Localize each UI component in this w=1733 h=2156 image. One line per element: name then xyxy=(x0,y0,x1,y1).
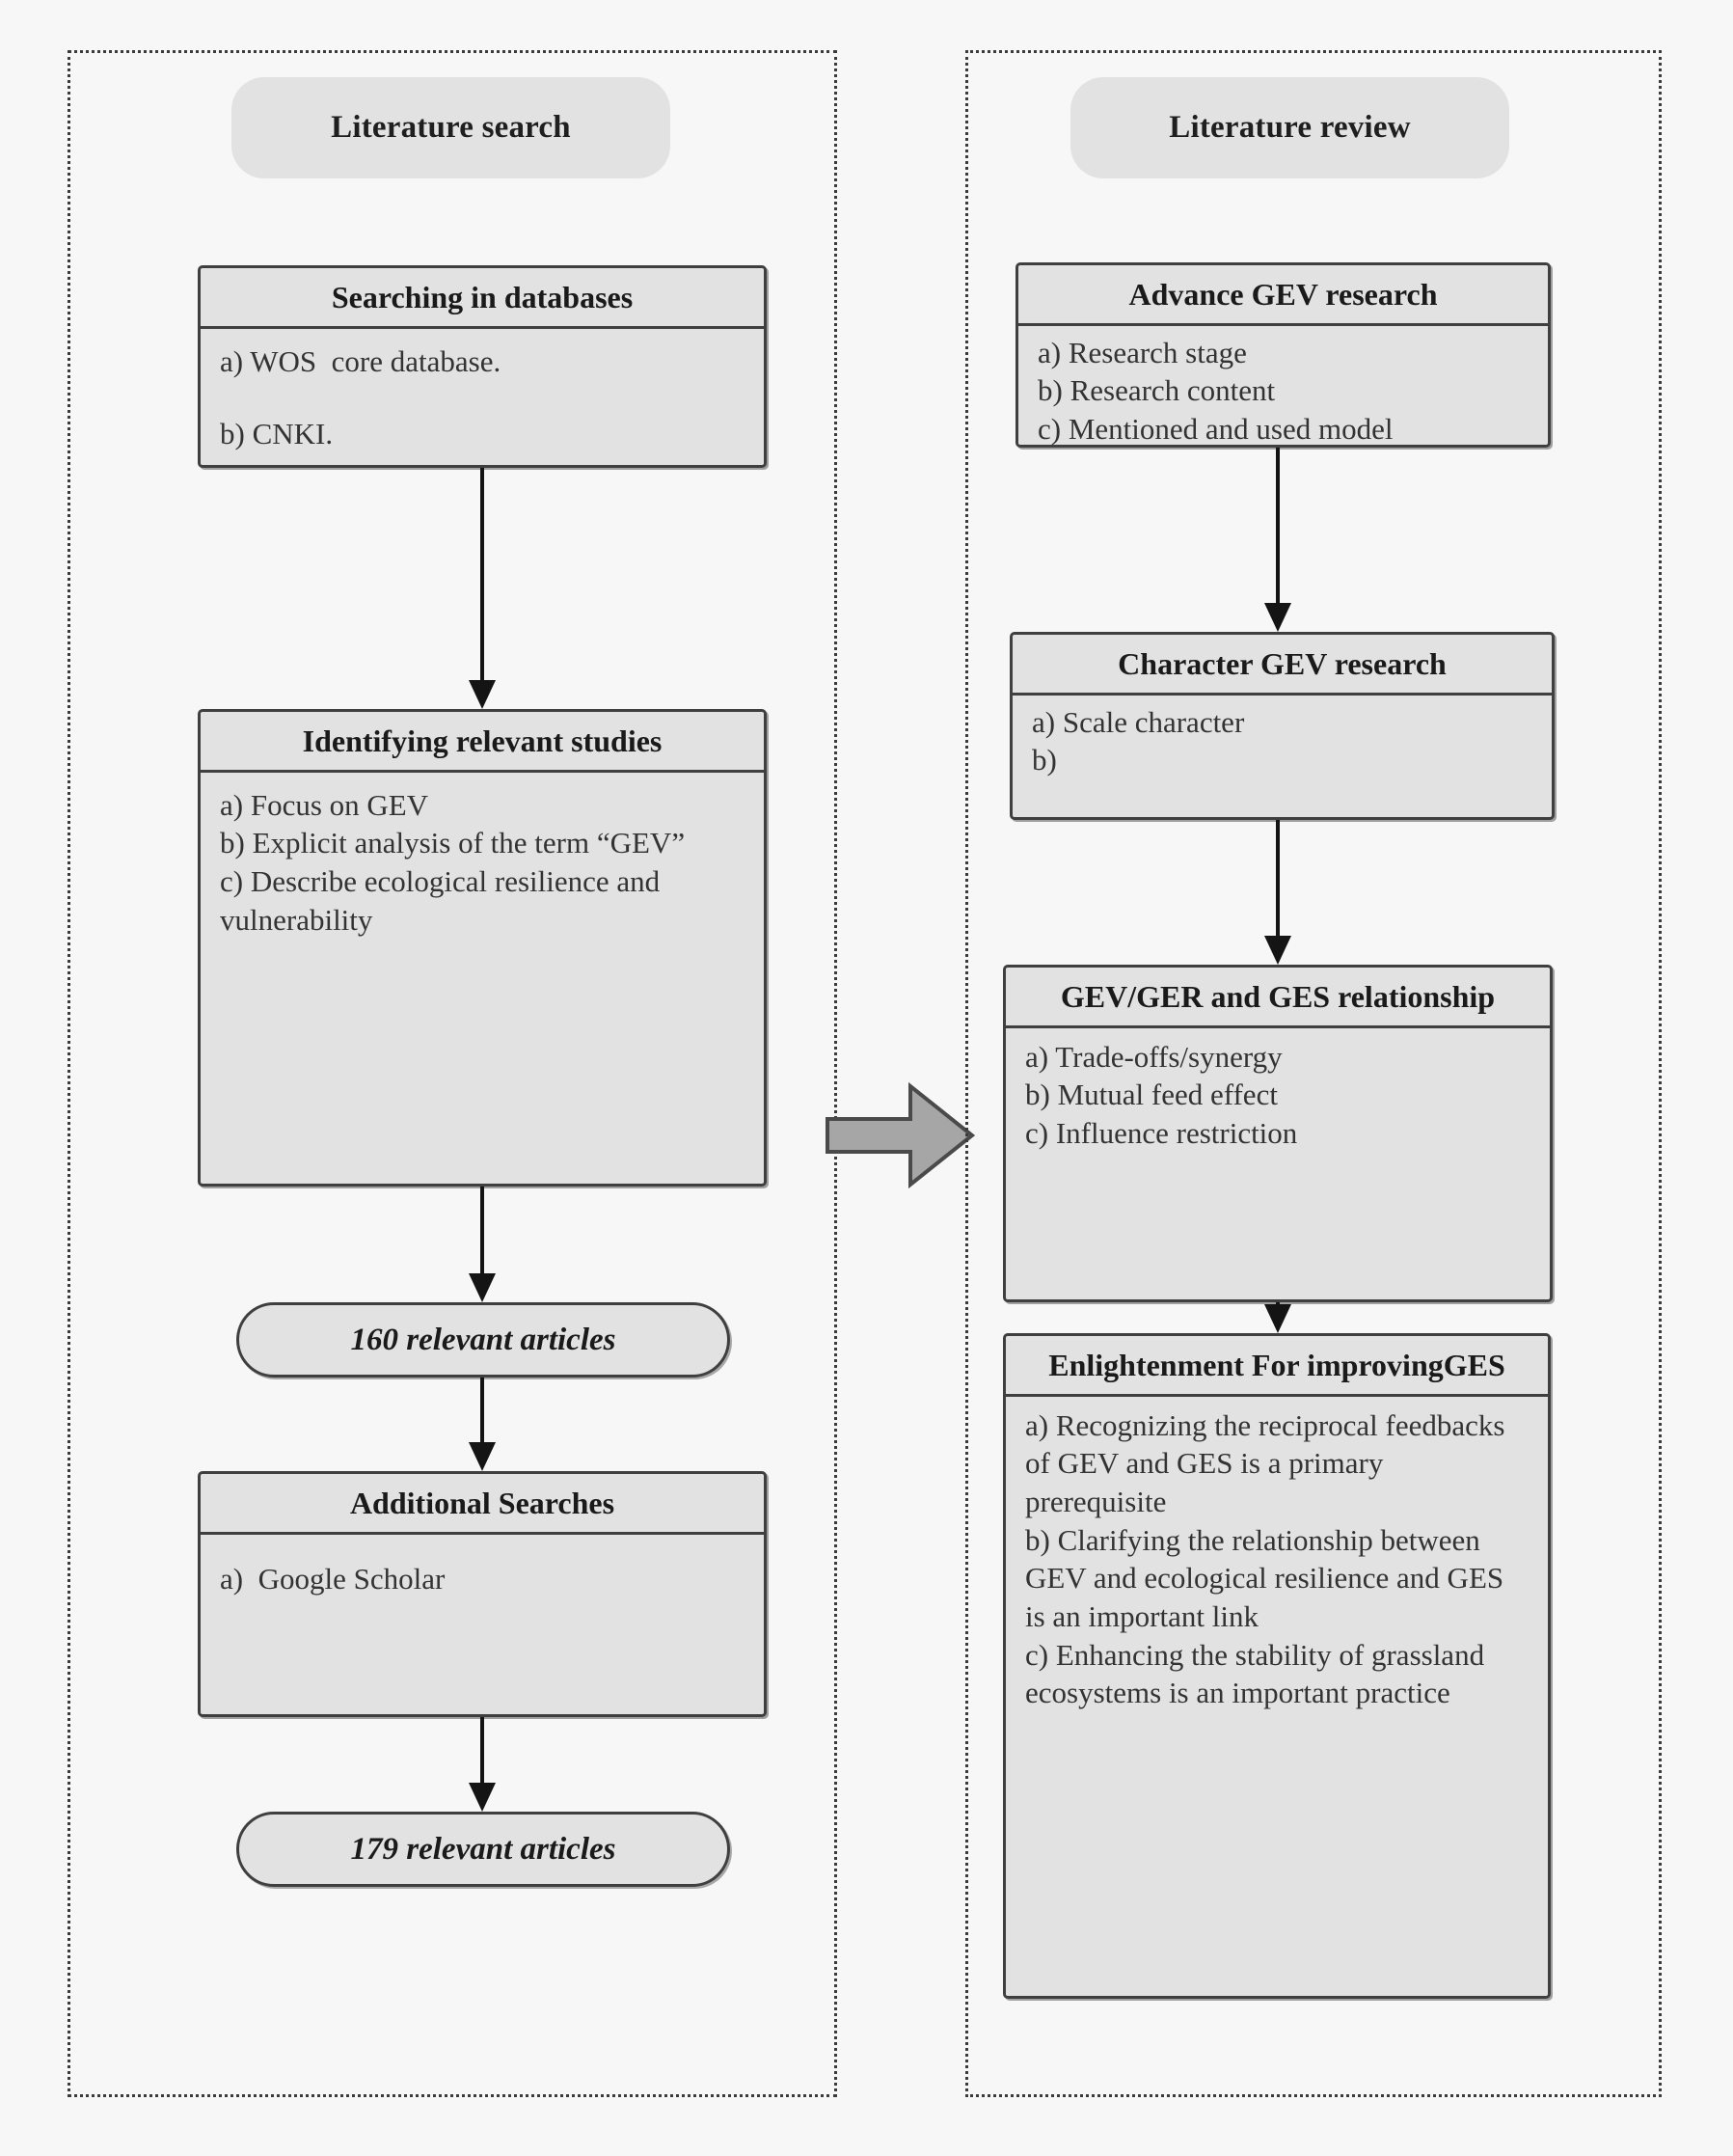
node-body-advance-gev-research: a) Research stage b) Research content c)… xyxy=(1018,326,1548,460)
arrow-head xyxy=(1264,603,1291,632)
section-header-literature-search: Literature search xyxy=(231,77,670,178)
arrow-relationship-to-enlightenment xyxy=(1261,1302,1294,1333)
arrow-advance-to-character xyxy=(1261,448,1294,632)
list-item: b) Mutual feed effect xyxy=(1025,1078,1278,1112)
arrow-stem xyxy=(1276,448,1280,603)
list-item: a) Recognizing the reciprocal feedbacks … xyxy=(1025,1407,1513,1519)
arrow-head xyxy=(469,1783,496,1812)
arrow-additional-to-179 xyxy=(466,1717,499,1812)
list-item: c) Describe ecological resilience and vu… xyxy=(220,864,667,937)
node-title-character-gev-research: Character GEV research xyxy=(1013,635,1552,696)
arrow-identify-to-160 xyxy=(466,1187,499,1302)
node-title-advance-gev-research: Advance GEV research xyxy=(1018,265,1548,326)
list-item: a) Research stage xyxy=(1038,335,1247,369)
list-item: c) Enhancing the stability of grassland … xyxy=(1025,1637,1492,1710)
node-body-character-gev-research: a) Scale character b) xyxy=(1013,696,1552,791)
list-item: c) Mentioned and used model xyxy=(1038,412,1394,447)
literature-review-panel xyxy=(965,50,1662,2097)
node-title-searching-in-databases: Searching in databases xyxy=(201,268,764,329)
arrow-160-to-additional xyxy=(466,1378,499,1471)
node-enlightenment-for-improving-ges: Enlightenment For improvingGES a) Recogn… xyxy=(1003,1333,1551,1999)
arrow-head xyxy=(469,1273,496,1302)
list-item: b) Clarifying the relationship between G… xyxy=(1025,1522,1511,1634)
node-gev-ger-and-ges-relationship: GEV/GER and GES relationship a) Trade-of… xyxy=(1003,965,1553,1302)
list-item: b) Explicit analysis of the term “GEV” xyxy=(220,826,686,860)
arrow-stem xyxy=(480,1717,484,1783)
node-body-searching-in-databases: a) WOS core database. b) CNKI. xyxy=(201,329,764,500)
arrow-stem xyxy=(480,468,484,680)
list-item: a) Scale character xyxy=(1032,704,1245,739)
list-item: b) CNKI. xyxy=(220,417,334,451)
node-additional-searches: Additional Searches a) Google Scholar xyxy=(198,1471,767,1717)
node-character-gev-research: Character GEV research a) Scale characte… xyxy=(1010,632,1555,820)
arrow-character-to-relationship xyxy=(1261,820,1294,965)
node-179-relevant-articles: 179 relevant articles xyxy=(236,1812,730,1887)
node-title-additional-searches: Additional Searches xyxy=(201,1474,764,1535)
node-searching-in-databases: Searching in databases a) WOS core datab… xyxy=(198,265,767,468)
node-identifying-relevant-studies: Identifying relevant studies a) Focus on… xyxy=(198,709,767,1187)
node-160-relevant-articles: 160 relevant articles xyxy=(236,1302,730,1378)
arrow-head xyxy=(1264,1304,1291,1333)
section-header-literature-review: Literature review xyxy=(1070,77,1509,178)
arrow-stem xyxy=(480,1187,484,1273)
arrow-head xyxy=(469,1442,496,1471)
node-body-enlightenment-for-improving-ges: a) Recognizing the reciprocal feedbacks … xyxy=(1006,1397,1548,1724)
literature-search-panel xyxy=(68,50,837,2097)
node-title-identifying-relevant-studies: Identifying relevant studies xyxy=(201,712,764,773)
list-item: a) Google Scholar xyxy=(220,1561,446,1596)
node-body-additional-searches: a) Google Scholar xyxy=(201,1535,764,1610)
node-advance-gev-research: Advance GEV research a) Research stage b… xyxy=(1015,262,1551,448)
arrow-stem xyxy=(1276,820,1280,936)
list-item: a) Trade-offs/synergy xyxy=(1025,1039,1283,1074)
node-title-gev-ger-and-ges-relationship: GEV/GER and GES relationship xyxy=(1006,968,1550,1028)
list-item: b) Research content xyxy=(1038,373,1276,408)
node-body-identifying-relevant-studies: a) Focus on GEV b) Explicit analysis of … xyxy=(201,773,764,951)
list-item: a) Focus on GEV xyxy=(220,787,429,822)
node-body-gev-ger-and-ges-relationship: a) Trade-offs/synergy b) Mutual feed eff… xyxy=(1006,1028,1550,1164)
list-item: b) xyxy=(1032,743,1057,778)
arrow-head xyxy=(1264,936,1291,965)
arrow-search-to-identify xyxy=(466,468,499,709)
arrow-head xyxy=(469,680,496,709)
block-arrow-right-icon xyxy=(826,1073,975,1198)
arrow-stem xyxy=(480,1378,484,1442)
list-item: c) Influence restriction xyxy=(1025,1116,1298,1151)
list-item: a) WOS core database. xyxy=(220,343,501,378)
node-title-enlightenment-for-improving-ges: Enlightenment For improvingGES xyxy=(1006,1336,1548,1397)
